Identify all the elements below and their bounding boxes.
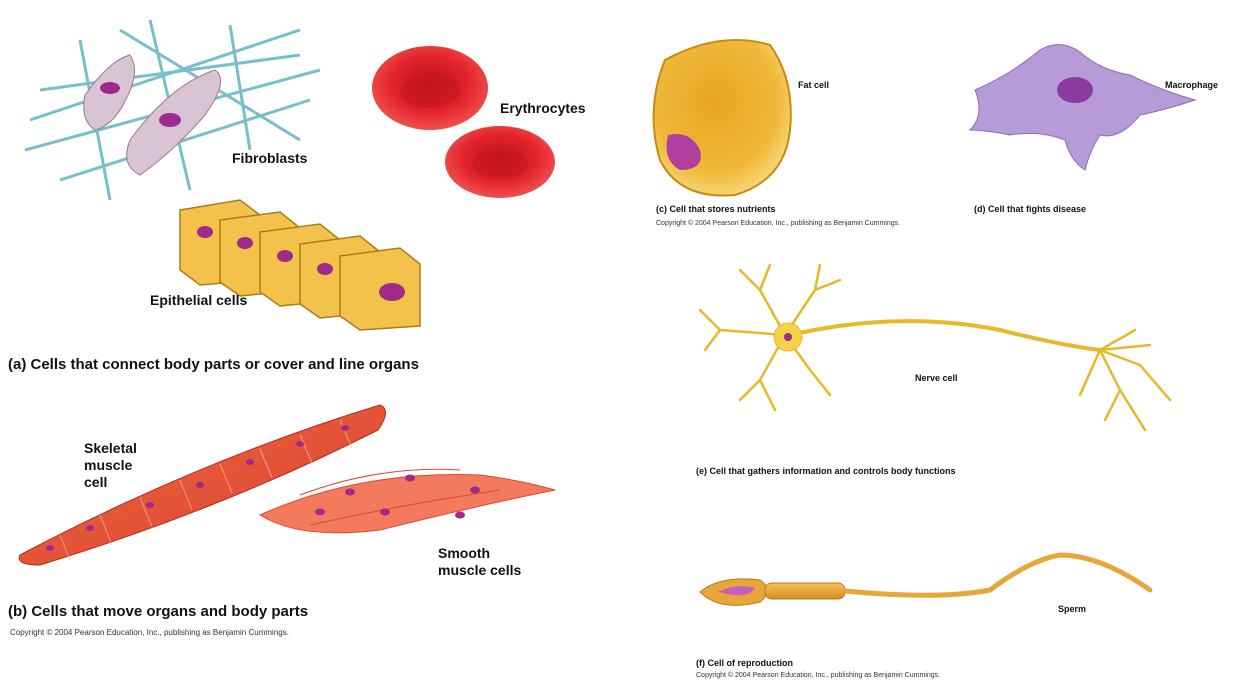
label-smooth-muscle-cells: Smooth muscle cells — [438, 545, 521, 579]
label-sperm: Sperm — [1058, 604, 1086, 614]
erythrocytes — [372, 46, 555, 198]
caption-b: (b) Cells that move organs and body part… — [8, 603, 308, 620]
label-skeletal-muscle-cell: Skeletal muscle cell — [84, 440, 137, 491]
smooth-muscle-cells — [260, 469, 555, 533]
epithelial-cells — [180, 200, 420, 330]
label-fat-cell: Fat cell — [798, 80, 829, 90]
sperm — [700, 555, 1150, 605]
fat-cell — [654, 40, 791, 196]
caption-c: (c) Cell that stores nutrients — [656, 204, 776, 214]
label-nerve-cell: Nerve cell — [915, 373, 958, 383]
caption-f: (f) Cell of reproduction — [696, 658, 793, 668]
caption-d: (d) Cell that fights disease — [974, 204, 1086, 214]
fibroblast-cells — [84, 55, 221, 175]
nerve-cell — [700, 265, 1170, 430]
label-epithelial-cells: Epithelial cells — [150, 292, 247, 308]
copyright-c: Copyright © 2004 Pearson Education, Inc.… — [656, 220, 900, 227]
copyright-b: Copyright © 2004 Pearson Education, Inc.… — [10, 628, 289, 637]
copyright-f: Copyright © 2004 Pearson Education, Inc.… — [696, 672, 940, 679]
label-macrophage: Macrophage — [1165, 80, 1218, 90]
label-erythrocytes: Erythrocytes — [500, 100, 586, 116]
label-fibroblasts: Fibroblasts — [232, 150, 307, 166]
caption-a: (a) Cells that connect body parts or cov… — [8, 356, 419, 373]
caption-e: (e) Cell that gathers information and co… — [696, 466, 956, 476]
macrophage — [970, 44, 1195, 170]
